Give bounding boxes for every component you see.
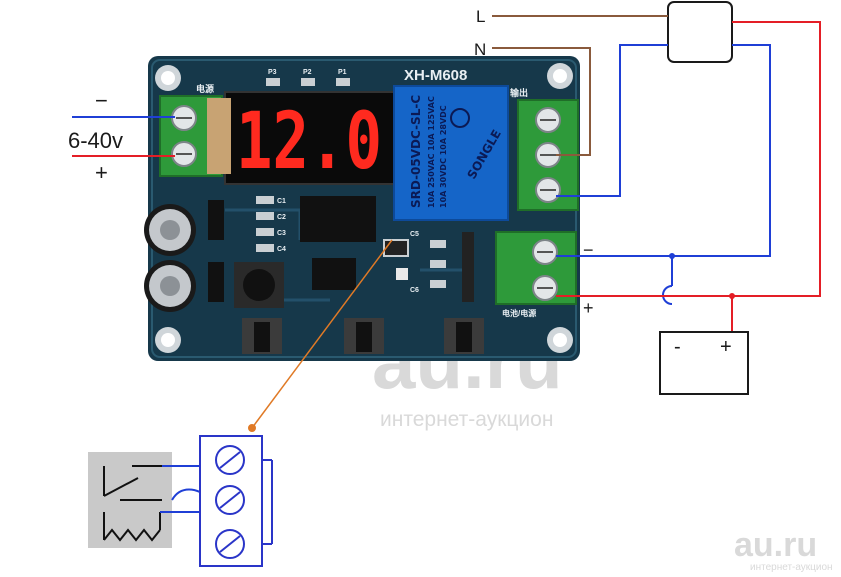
output-terminal-block xyxy=(517,99,579,211)
battery-terminal-block xyxy=(495,231,577,305)
battery-box xyxy=(659,331,749,395)
wire-load-to-battery-minus xyxy=(672,44,771,257)
output-silk-label: 输出 xyxy=(510,87,528,98)
cap-label-c6: C6 xyxy=(410,287,419,294)
relay xyxy=(393,85,509,221)
battery-silk-label: 电池/电源 xyxy=(502,308,536,318)
battery-minus-label: - xyxy=(674,336,681,358)
wire-load-to-output xyxy=(556,44,668,197)
board-model-label: XH-M608 xyxy=(404,67,467,84)
power-silk-label: 电源 xyxy=(196,83,214,94)
inductor xyxy=(234,262,284,308)
cap-label-c2: C2 xyxy=(277,214,286,221)
leader-dot xyxy=(248,424,256,432)
watermark-corner: au.ru xyxy=(734,526,817,564)
cap-label-c5: C5 xyxy=(410,231,419,238)
input-minus-label: − xyxy=(95,88,108,113)
load-box xyxy=(667,1,733,63)
relay-schematic-inset xyxy=(88,435,273,567)
leader-line xyxy=(251,239,393,429)
cap-label-c4: C4 xyxy=(277,246,286,253)
electrolytic-capacitor xyxy=(144,204,196,312)
top-label-p3: P3 xyxy=(268,69,277,76)
relay-model-text: SRD-05VDC-SL-C xyxy=(409,95,423,208)
junction-dot xyxy=(729,293,735,299)
push-button-left xyxy=(242,318,282,354)
driver-chip xyxy=(312,258,356,290)
led-display xyxy=(224,91,396,185)
relay-rating-text: 10A 250VAC 10A 125VAC xyxy=(427,96,436,208)
top-label-p1: P1 xyxy=(338,69,347,76)
wire-n xyxy=(492,47,591,156)
watermark-corner-sub: интернет-аукцион xyxy=(750,562,833,573)
watermark-sub: интернет-аукцион xyxy=(380,408,553,431)
battery-terminal-plus-label: + xyxy=(583,298,594,318)
cap-label-c1: C1 xyxy=(277,198,286,205)
push-button-right xyxy=(444,318,484,354)
top-label-p2: P2 xyxy=(303,69,312,76)
input-plus-label: + xyxy=(95,160,108,185)
wire-load-to-battery-plus xyxy=(556,21,821,297)
battery-terminal-minus-label: − xyxy=(583,240,594,260)
microcontroller-chip xyxy=(300,196,376,242)
power-terminal-block xyxy=(159,95,231,177)
junction-dot xyxy=(669,253,675,259)
battery-plus-label: + xyxy=(720,336,732,358)
top-smd-pads xyxy=(266,78,350,86)
mains-n-label: N xyxy=(474,40,486,59)
display-value: 12.0 xyxy=(236,97,382,187)
input-voltage-label: 6-40v xyxy=(68,128,123,153)
relay-rating-text-2: 10A 30VDC 10A 28VDC xyxy=(439,105,448,208)
push-button-middle xyxy=(344,318,384,354)
cap-label-c3: C3 xyxy=(277,230,286,237)
mains-l-label: L xyxy=(476,7,485,26)
smd-components xyxy=(208,196,474,302)
